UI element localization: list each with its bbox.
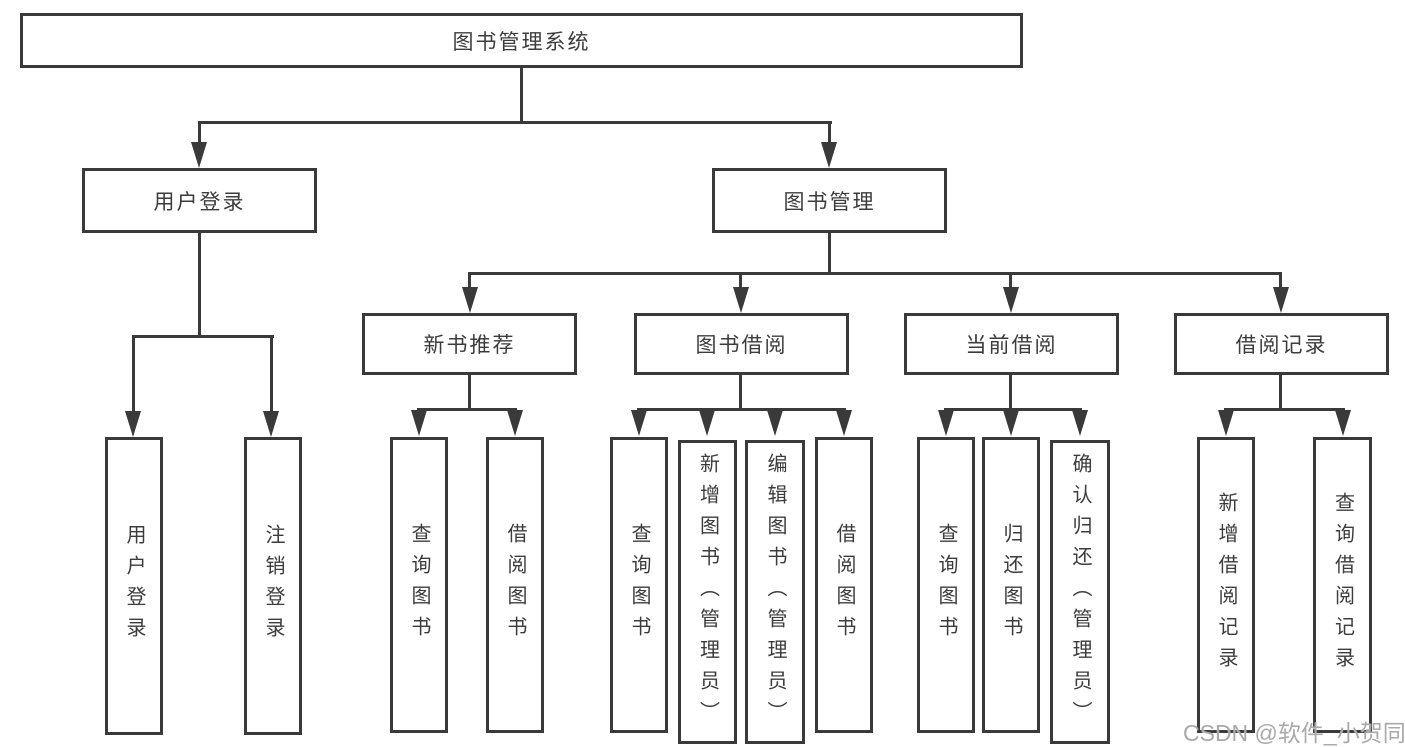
node-nbr-borrow-books-label: 借阅图书: [504, 523, 526, 647]
node-new-book-recommend-label: 新书推荐: [423, 334, 516, 357]
arrow-down-icon: [1003, 410, 1019, 436]
arrow-down-icon: [1072, 410, 1088, 436]
node-cb-confirm-return-label: 确认归还（管理员）: [1069, 452, 1091, 732]
connector-line: [1009, 274, 1012, 289]
node-login-label: 用户登录: [123, 524, 145, 648]
arrow-down-icon: [191, 142, 207, 168]
connector-line: [198, 233, 201, 337]
node-br-query-record-label: 查询借阅记录: [1331, 492, 1354, 678]
node-book-management: 图书管理: [712, 168, 947, 233]
node-bb-borrow-books-label: 借阅图书: [833, 523, 855, 647]
connector-line: [828, 123, 831, 144]
arrow-down-icon: [767, 410, 783, 436]
connector-line: [520, 68, 523, 124]
node-logout: 注销登录: [244, 437, 302, 735]
connector-line: [468, 375, 471, 411]
node-current-borrowing-label: 当前借阅: [965, 334, 1058, 357]
node-br-add-record: 新增借阅记录: [1197, 437, 1255, 733]
node-user-login-label: 用户登录: [153, 190, 246, 214]
connector-line: [417, 408, 517, 411]
node-book-borrowing-label: 图书借阅: [695, 334, 788, 357]
node-new-book-recommend: 新书推荐: [362, 313, 577, 375]
arrow-down-icon: [507, 410, 523, 436]
connector-line: [468, 274, 471, 289]
connector-line: [944, 408, 1082, 411]
arrow-down-icon: [699, 410, 715, 436]
connector-line: [1224, 408, 1345, 411]
connector-line: [1279, 375, 1282, 411]
connector-line: [1279, 274, 1282, 289]
node-current-borrowing: 当前借阅: [904, 313, 1119, 375]
connector-line: [198, 123, 201, 144]
node-borrowing-records: 借阅记录: [1174, 313, 1389, 375]
node-nbr-borrow-books: 借阅图书: [486, 437, 544, 733]
node-book-management-label: 图书管理: [783, 190, 876, 214]
connector-line: [739, 274, 742, 289]
arrow-down-icon: [836, 410, 852, 436]
node-cb-return-books-label: 归还图书: [1000, 523, 1022, 647]
node-bb-query-books-label: 查询图书: [628, 523, 650, 647]
node-br-add-record-label: 新增借阅记录: [1215, 492, 1237, 678]
node-cb-return-books: 归还图书: [982, 437, 1040, 733]
arrow-down-icon: [462, 287, 478, 313]
node-cb-query-books-label: 查询图书: [935, 523, 957, 647]
node-bb-edit-books: 编辑图书（管理员）: [745, 440, 805, 744]
node-bb-add-books-label: 新增图书（管理员）: [696, 452, 719, 732]
arrow-down-icon: [1335, 410, 1351, 436]
node-borrowing-records-label: 借阅记录: [1235, 334, 1328, 357]
connector-line: [198, 121, 832, 124]
node-br-query-record: 查询借阅记录: [1313, 437, 1372, 733]
connector-line: [637, 408, 846, 411]
node-bb-add-books: 新增图书（管理员）: [678, 440, 737, 744]
arrow-down-icon: [1003, 287, 1019, 313]
arrow-down-icon: [263, 411, 279, 437]
connector-line: [132, 337, 135, 413]
connector-line: [132, 335, 274, 338]
node-nbr-query-books-label: 查询图书: [408, 523, 430, 647]
arrow-down-icon: [821, 142, 837, 168]
node-logout-label: 注销登录: [262, 524, 284, 648]
arrow-down-icon: [733, 287, 749, 313]
node-book-borrowing: 图书借阅: [634, 313, 849, 375]
arrow-down-icon: [411, 410, 427, 436]
arrow-down-icon: [631, 410, 647, 436]
connector-line: [1009, 375, 1012, 411]
arrow-down-icon: [125, 411, 141, 437]
node-cb-query-books: 查询图书: [917, 437, 975, 733]
csdn-watermark: CSDN @软件_小贺同学: [1183, 720, 1405, 746]
node-bb-borrow-books: 借阅图书: [815, 437, 873, 733]
connector-line: [828, 233, 831, 275]
arrow-down-icon: [938, 410, 954, 436]
arrow-down-icon: [1273, 287, 1289, 313]
node-login: 用户登录: [105, 437, 163, 735]
connector-line: [468, 272, 1282, 275]
node-user-login: 用户登录: [82, 168, 317, 233]
node-root: 图书管理系统: [20, 13, 1023, 68]
arrow-down-icon: [1218, 410, 1234, 436]
node-root-label: 图书管理系统: [452, 30, 591, 54]
node-bb-edit-books-label: 编辑图书（管理员）: [764, 452, 786, 732]
node-nbr-query-books: 查询图书: [390, 437, 448, 733]
connector-line: [739, 375, 742, 411]
node-bb-query-books: 查询图书: [610, 437, 668, 733]
node-cb-confirm-return: 确认归还（管理员）: [1050, 440, 1110, 744]
connector-line: [270, 337, 273, 413]
